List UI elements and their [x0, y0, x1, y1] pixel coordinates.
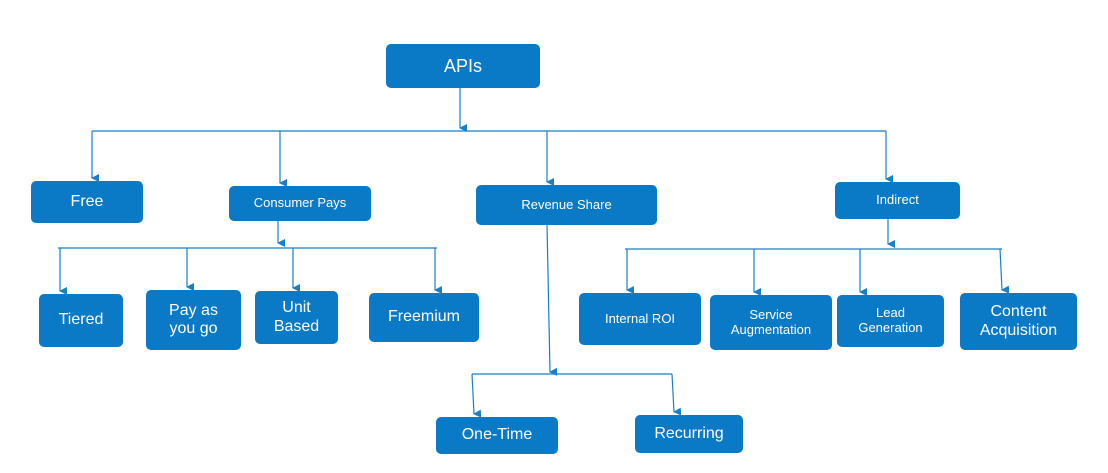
node-internal-roi: Internal ROI [579, 293, 701, 345]
node-content-acquisition: Content Acquisition [960, 293, 1077, 350]
node-tiered-label: Tiered [58, 311, 104, 329]
node-consumer-pays: Consumer Pays [229, 186, 371, 221]
node-recurring-label: Recurring [654, 424, 724, 442]
node-one-time-label: One-Time [461, 426, 533, 444]
node-recurring: Recurring [635, 415, 743, 453]
node-service-augmentation-label: Service Augmentation [730, 306, 812, 337]
node-free: Free [31, 181, 143, 223]
connector-to-content-acquisition [999, 248, 1010, 294]
node-lead-generation: Lead Generation [837, 295, 944, 347]
node-content-acquisition-label: Content Acquisition [979, 303, 1058, 339]
node-unit-based: Unit Based [255, 291, 338, 344]
node-internal-roi-label: Internal ROI [604, 310, 676, 326]
node-one-time: One-Time [436, 417, 558, 454]
node-tiered: Tiered [39, 294, 123, 347]
node-free-label: Free [70, 192, 104, 210]
node-service-augmentation: Service Augmentation [710, 295, 832, 350]
node-freemium: Freemium [369, 293, 479, 342]
node-apis: APIs [386, 44, 540, 88]
node-apis-label: APIs [443, 55, 482, 76]
connector-to-one-time [471, 373, 482, 418]
node-lead-generation-label: Lead Generation [858, 305, 923, 335]
node-indirect-label: Indirect [876, 192, 919, 208]
node-revenue-share: Revenue Share [476, 185, 657, 225]
node-freemium-label: Freemium [387, 308, 460, 326]
node-pay-as-you-go: Pay as you go [146, 290, 241, 350]
node-indirect: Indirect [835, 182, 960, 219]
node-revenue-share-label: Revenue Share [521, 196, 612, 212]
node-unit-based-label: Unit Based [273, 299, 320, 335]
connector-to-recurring [671, 373, 682, 416]
node-consumer-pays-label: Consumer Pays [253, 195, 347, 211]
node-pay-as-you-go-label: Pay as you go [169, 301, 218, 337]
connector-revenue-share-down [546, 224, 558, 376]
